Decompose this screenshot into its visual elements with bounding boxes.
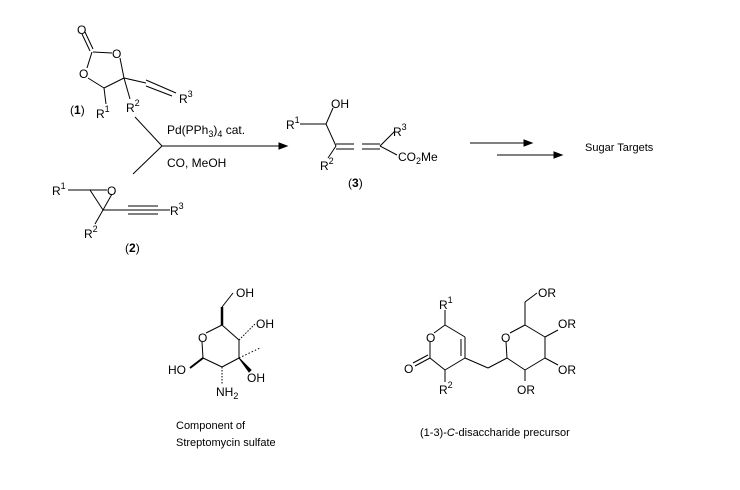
compound-3: OH R1 R2 R3 CO2Me (3) — [286, 97, 438, 190]
ring-oxygen: O — [198, 331, 207, 345]
compound-2: O R1 R3 R2 (2) — [52, 181, 184, 255]
carbonyl-oxygen: O — [77, 23, 86, 37]
compound-number: (3) — [348, 176, 363, 190]
r2-label: R2 — [84, 224, 98, 241]
r2-label: R2 — [320, 156, 334, 173]
compound-number: (2) — [125, 241, 140, 255]
or-label: OR — [538, 286, 556, 300]
compound-1: O O O R3 R2 R1 (1) — [70, 23, 193, 121]
hydroxyl-label: OH — [247, 371, 265, 385]
ring-oxygen: O — [79, 67, 88, 81]
hydroxyl-label: HO — [168, 363, 186, 377]
targets-label: Sugar Targets — [585, 142, 654, 154]
or-label: OR — [558, 363, 576, 377]
caption: Component of — [176, 420, 246, 432]
r3-label: R3 — [170, 201, 184, 218]
caption: (1-3)-C-disaccharide precursor — [420, 427, 570, 439]
r1-label: R1 — [52, 181, 66, 198]
catalyst-label: Pd(PPh3)4 cat. — [167, 123, 245, 139]
hydroxyl-label: OH — [331, 97, 349, 111]
or-label: OR — [517, 383, 535, 397]
carbonyl-oxygen: O — [404, 362, 413, 376]
hydroxyl-label: OH — [256, 317, 274, 331]
streptomycin-component: O OH OH OH HO NH2 Component of Streptomy… — [168, 286, 276, 449]
r2-label: R2 — [439, 380, 453, 397]
r3-label: R3 — [393, 122, 407, 139]
or-label: OR — [558, 317, 576, 331]
ring-oxygen: O — [426, 331, 435, 345]
reaction-arrow: Pd(PPh3)4 cat. CO, MeOH — [132, 116, 289, 175]
multistep-arrows: Sugar Targets — [470, 139, 654, 159]
r1-label: R1 — [439, 295, 453, 312]
r2-label: R2 — [126, 98, 140, 115]
caption: Streptomycin sulfate — [176, 437, 276, 449]
amine-label: NH2 — [216, 385, 238, 401]
epoxide-oxygen: O — [107, 184, 116, 198]
conditions-label: CO, MeOH — [167, 156, 226, 170]
r3-label: R3 — [179, 89, 193, 106]
ring-oxygen: O — [501, 331, 510, 345]
disaccharide-precursor: O O O R1 R2 OR OR OR OR (1-3)-C-disaccha… — [404, 286, 576, 439]
ester-label: CO2Me — [398, 150, 438, 166]
r1-label: R1 — [286, 115, 300, 132]
ring-oxygen: O — [112, 47, 121, 61]
compound-number: (1) — [70, 103, 85, 117]
hydroxyl-label: OH — [236, 286, 254, 300]
r1-label: R1 — [96, 104, 110, 121]
